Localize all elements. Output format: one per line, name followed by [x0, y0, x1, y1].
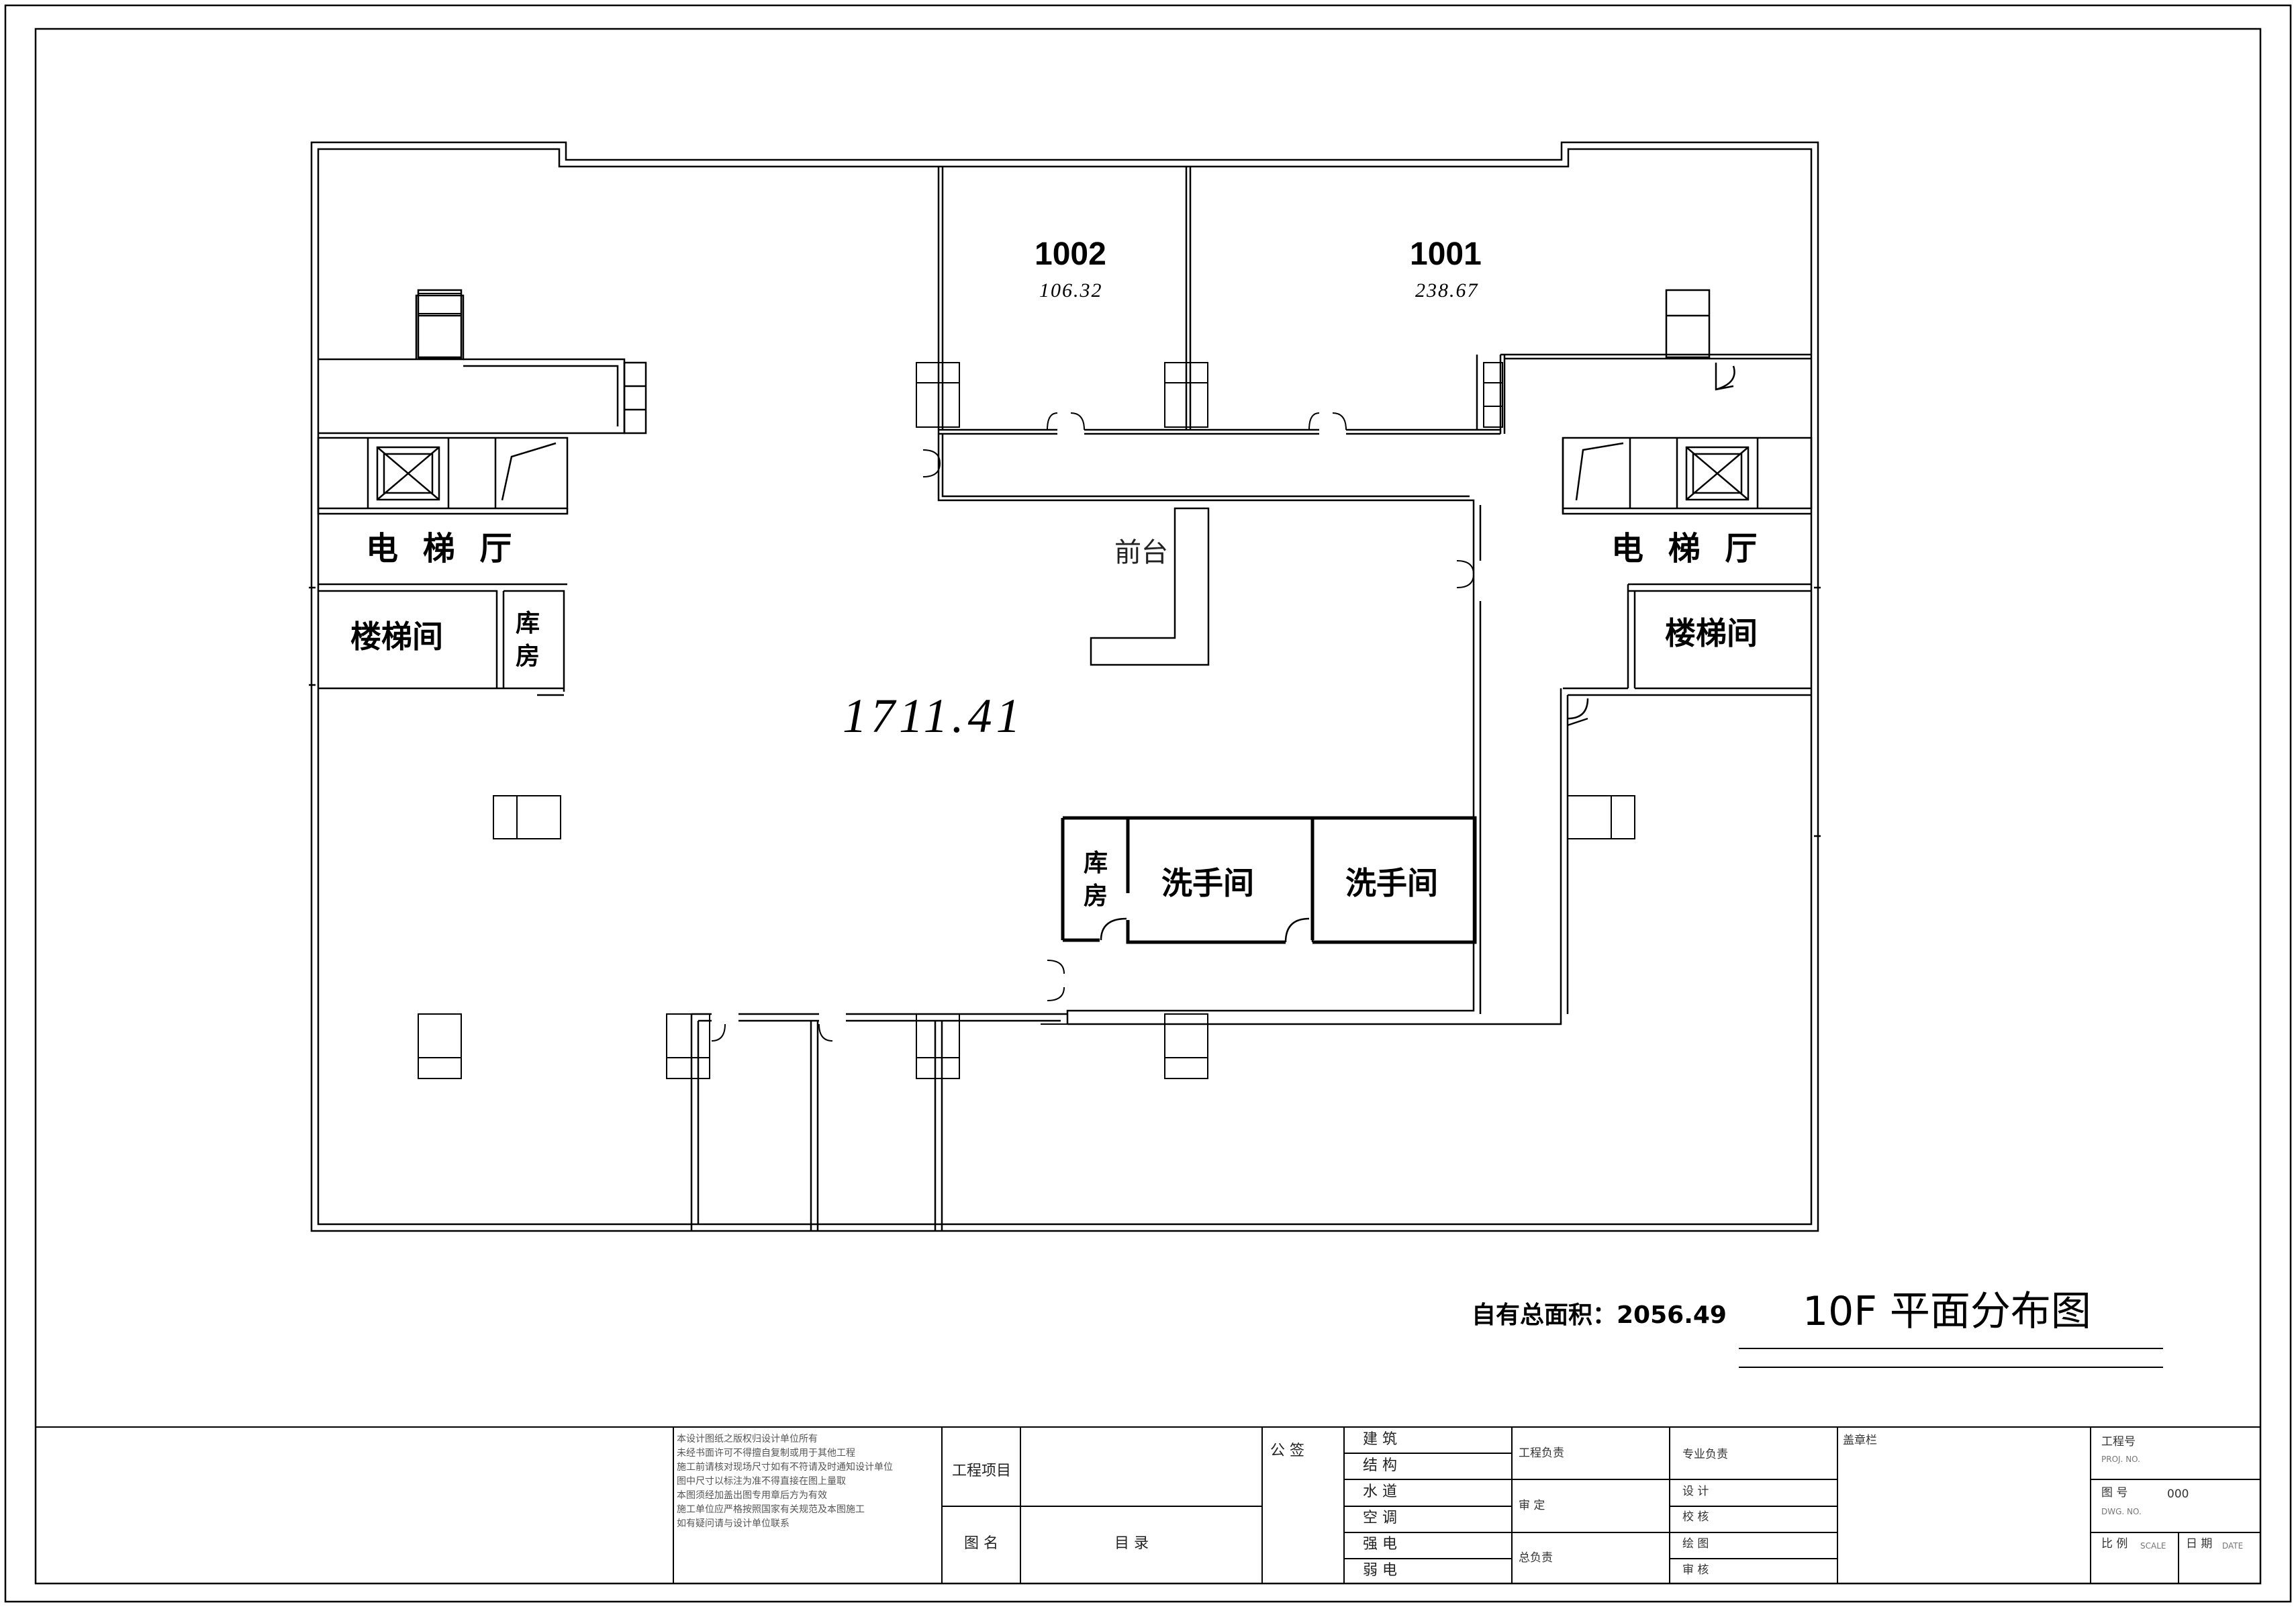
seal-label: 盖章栏	[1843, 1434, 1877, 1447]
building-outline	[309, 141, 1821, 1232]
drawing-no: 000	[2167, 1487, 2189, 1501]
drawing-no-label: 图 号	[2101, 1486, 2128, 1500]
project-label: 工程项目	[952, 1463, 1012, 1479]
title-underline	[1739, 1348, 2163, 1368]
note-line: 施工前请核对现场尺寸如有不符请及时通知设计单位	[677, 1462, 893, 1473]
note-line: 图中尺寸以标注为准不得直接在图上量取	[677, 1476, 846, 1487]
discipline-water: 水 道	[1363, 1483, 1397, 1500]
left-stairwell-label: 楼梯间	[350, 618, 443, 655]
discipline-power: 强 电	[1363, 1536, 1397, 1553]
left-elevator-hall-label: 电 梯 厅	[366, 530, 519, 567]
note-line: 如有疑问请与设计单位联系	[677, 1518, 790, 1529]
washroom-1-label: 洗手间	[1161, 865, 1254, 901]
drawing-title: 10F 平面分布图	[1803, 1288, 2091, 1335]
lower-storeroom-label: 库房	[1083, 850, 1108, 910]
corridor-walls	[937, 430, 1811, 1025]
project-lead-label: 工程负责	[1519, 1447, 1564, 1460]
right-stairwell-label: 楼梯间	[1665, 615, 1758, 651]
washroom-2-label: 洗手间	[1345, 865, 1438, 901]
unit-1001-number: 1001	[1410, 236, 1482, 272]
discipline-hvac: 空 调	[1363, 1510, 1397, 1526]
drawing-name-label: 图 名	[964, 1535, 998, 1552]
total-area-label: 自有总面积：2056.49	[1472, 1301, 1727, 1329]
title-block-grid	[35, 1426, 2261, 1584]
project-no-label: 工程号	[2101, 1435, 2136, 1449]
columns	[418, 293, 1635, 1079]
design-label: 设 计	[1682, 1485, 1709, 1498]
note-line: 施工单位应严格按照国家有关规范及本图施工	[677, 1504, 865, 1515]
reception-label: 前台	[1114, 537, 1168, 568]
date-label: 日 期	[2186, 1537, 2213, 1551]
scale-label: 比 例	[2101, 1537, 2128, 1551]
countersign-label: 公 签	[1270, 1442, 1304, 1459]
unit-walls	[937, 167, 1811, 435]
review-label: 审 核	[1682, 1563, 1709, 1577]
left-core	[317, 289, 647, 696]
right-elevator-hall-label: 电 梯 厅	[1611, 530, 1764, 567]
discipline-structure: 结 构	[1363, 1457, 1397, 1474]
note-line: 未经书面许可不得擅自复制或用于其他工程	[677, 1448, 855, 1459]
lower-room-walls	[690, 1013, 1067, 1231]
scale-en: SCALE	[2140, 1541, 2166, 1551]
washroom-block	[1061, 816, 1477, 944]
washroom-doors	[1100, 917, 1314, 943]
note-line: 本设计图纸之版权归设计单位所有	[677, 1434, 818, 1444]
note-line: 本图须经加盖出图专用章后方为有效	[677, 1490, 827, 1501]
discipline-architecture: 建 筑	[1363, 1431, 1397, 1448]
left-storeroom-label: 库房	[515, 610, 540, 670]
project-no-en: PROJ. NO.	[2101, 1455, 2140, 1464]
drawing-name: 目 录	[1114, 1535, 1149, 1552]
reception-desk	[1090, 507, 1210, 666]
discipline-lead-label: 专业负责	[1682, 1448, 1728, 1461]
unit-1002-number: 1002	[1035, 236, 1106, 272]
unit-1002-area: 106.32	[1039, 279, 1103, 302]
drawing-no-en: DWG. NO.	[2101, 1507, 2142, 1516]
check-label: 校 核	[1682, 1510, 1709, 1524]
approve-label: 审 定	[1519, 1499, 1545, 1512]
draw-label: 绘 图	[1682, 1537, 1709, 1551]
common-area-value: 1711.41	[843, 689, 1024, 743]
drawing-border	[4, 4, 2292, 1603]
discipline-low-voltage: 弱 电	[1363, 1562, 1397, 1579]
date-en: DATE	[2222, 1541, 2244, 1551]
unit-1001-area: 238.67	[1415, 279, 1479, 302]
title-block-notes: 本设计图纸之版权归设计单位所有 未经书面许可不得擅自复制或用于其他工程 施工前请…	[677, 1432, 893, 1531]
right-core	[1562, 289, 1813, 690]
general-lead-label: 总负责	[1519, 1551, 1553, 1565]
door-swings	[711, 412, 1474, 1042]
